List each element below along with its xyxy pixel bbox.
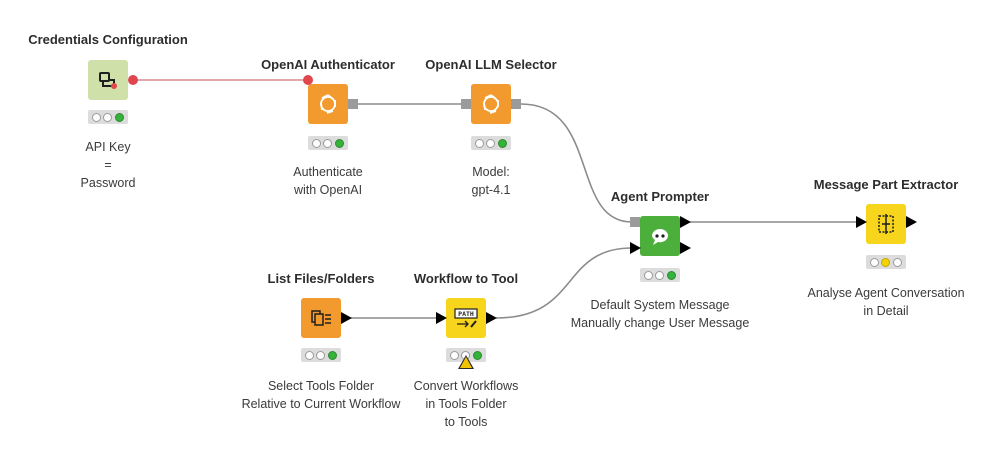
files-list-icon [311, 310, 331, 326]
llm-selector-status-traffic-light [471, 136, 511, 150]
message-part-extractor-input-port[interactable] [856, 216, 868, 228]
list-files-status-traffic-light [301, 348, 341, 362]
connection-llm-selector-to-agent-prompter [520, 103, 633, 223]
credentials-configuration-node[interactable] [88, 60, 128, 100]
node-title-credentials-configuration: Credentials Configuration [28, 32, 188, 47]
agent-prompter-output-port-2[interactable] [680, 242, 692, 254]
list-files-folders-node[interactable] [301, 298, 341, 338]
authenticator-credential-input-port[interactable] [303, 75, 313, 85]
message-part-extractor-output-port[interactable] [906, 216, 918, 228]
llm-selector-input-port[interactable] [461, 99, 471, 109]
workflow-to-tool-node[interactable]: PATH [446, 298, 486, 338]
node-title-agent-prompter: Agent Prompter [610, 189, 710, 204]
svg-text:PATH: PATH [458, 310, 474, 318]
node-title-message-part-extractor: Message Part Extractor [813, 177, 959, 192]
agent-prompter-node[interactable] [640, 216, 680, 256]
openai-authenticator-node[interactable] [308, 84, 348, 124]
node-title-openai-authenticator: OpenAI Authenticator [261, 57, 395, 72]
openai-logo-icon [483, 94, 499, 114]
message-part-extractor-status-traffic-light [866, 255, 906, 269]
connection-workflow-to-tool-to-agent-prompter [495, 247, 633, 319]
message-part-extractor-node[interactable] [866, 204, 906, 244]
openai-logo-icon [320, 94, 336, 114]
llm-selector-output-port[interactable] [511, 99, 521, 109]
authenticator-status-traffic-light [308, 136, 348, 150]
credentials-description: API Key = Password [80, 140, 136, 190]
authenticator-output-port[interactable] [348, 99, 358, 109]
credentials-status-traffic-light [88, 110, 128, 124]
workflow-to-tool-description: Convert Workflows in Tools Folder to Too… [413, 379, 519, 429]
llm-selector-description: Model: gpt-4.1 [471, 165, 511, 197]
path-to-tool-icon: PATH [454, 308, 478, 328]
node-title-workflow-to-tool: Workflow to Tool [413, 271, 519, 286]
key-lock-icon [99, 72, 117, 89]
message-part-extractor-description: Analyse Agent Conversation in Detail [807, 286, 965, 318]
agent-prompter-description: Default System Message Manually change U… [570, 298, 750, 330]
workflow-to-tool-output-port[interactable] [486, 312, 498, 324]
agent-prompter-output-port-1[interactable] [680, 216, 692, 228]
authenticator-description: Authenticate with OpenAI [293, 165, 363, 197]
agent-chat-icon [652, 229, 668, 245]
extract-icon [878, 214, 894, 234]
openai-llm-selector-node[interactable] [471, 84, 511, 124]
list-files-description: Select Tools Folder Relative to Current … [241, 379, 401, 411]
list-files-output-port[interactable] [341, 312, 353, 324]
node-title-openai-llm-selector: OpenAI LLM Selector [425, 57, 557, 72]
warning-icon [458, 355, 474, 369]
agent-prompter-tools-input-port[interactable] [630, 242, 642, 254]
node-title-list-files-folders: List Files/Folders [267, 271, 375, 286]
agent-prompter-status-traffic-light [640, 268, 680, 282]
credentials-output-port[interactable] [128, 75, 138, 85]
agent-prompter-model-input-port[interactable] [630, 217, 640, 227]
workflow-to-tool-input-port[interactable] [436, 312, 448, 324]
